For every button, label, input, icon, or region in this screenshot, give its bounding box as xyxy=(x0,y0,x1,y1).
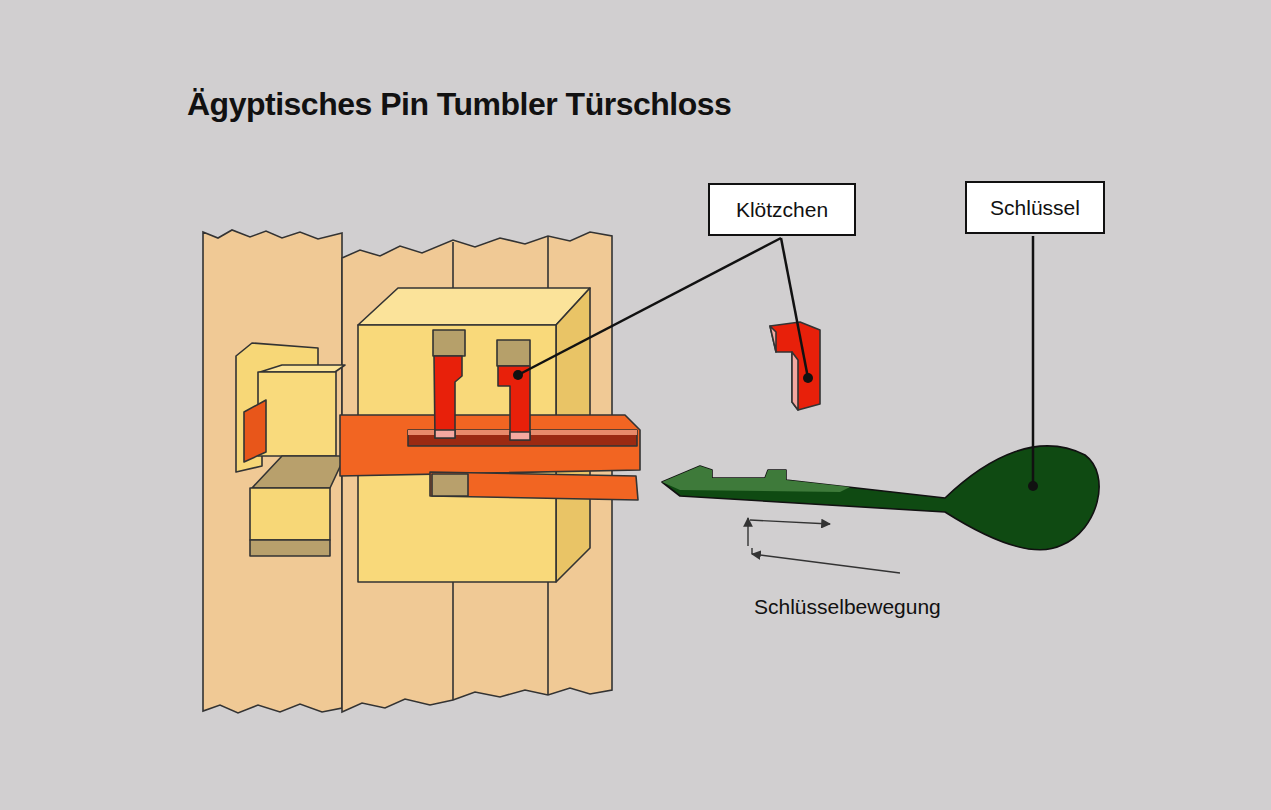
callout-label: Klötzchen xyxy=(736,198,828,222)
movement-arrows xyxy=(748,518,900,573)
callout-label: Schlüssel xyxy=(990,196,1080,220)
leader-lines xyxy=(513,236,1038,491)
bolt xyxy=(340,415,640,500)
loose-pin xyxy=(770,322,820,410)
diagram-title: Ägyptisches Pin Tumbler Türschloss xyxy=(187,86,731,123)
pins xyxy=(434,356,530,440)
callout-box: Schlüssel xyxy=(965,181,1105,234)
callout-box: Klötzchen xyxy=(708,183,856,236)
staple xyxy=(236,343,345,556)
annotation-label: Schlüsselbewegung xyxy=(754,595,941,619)
